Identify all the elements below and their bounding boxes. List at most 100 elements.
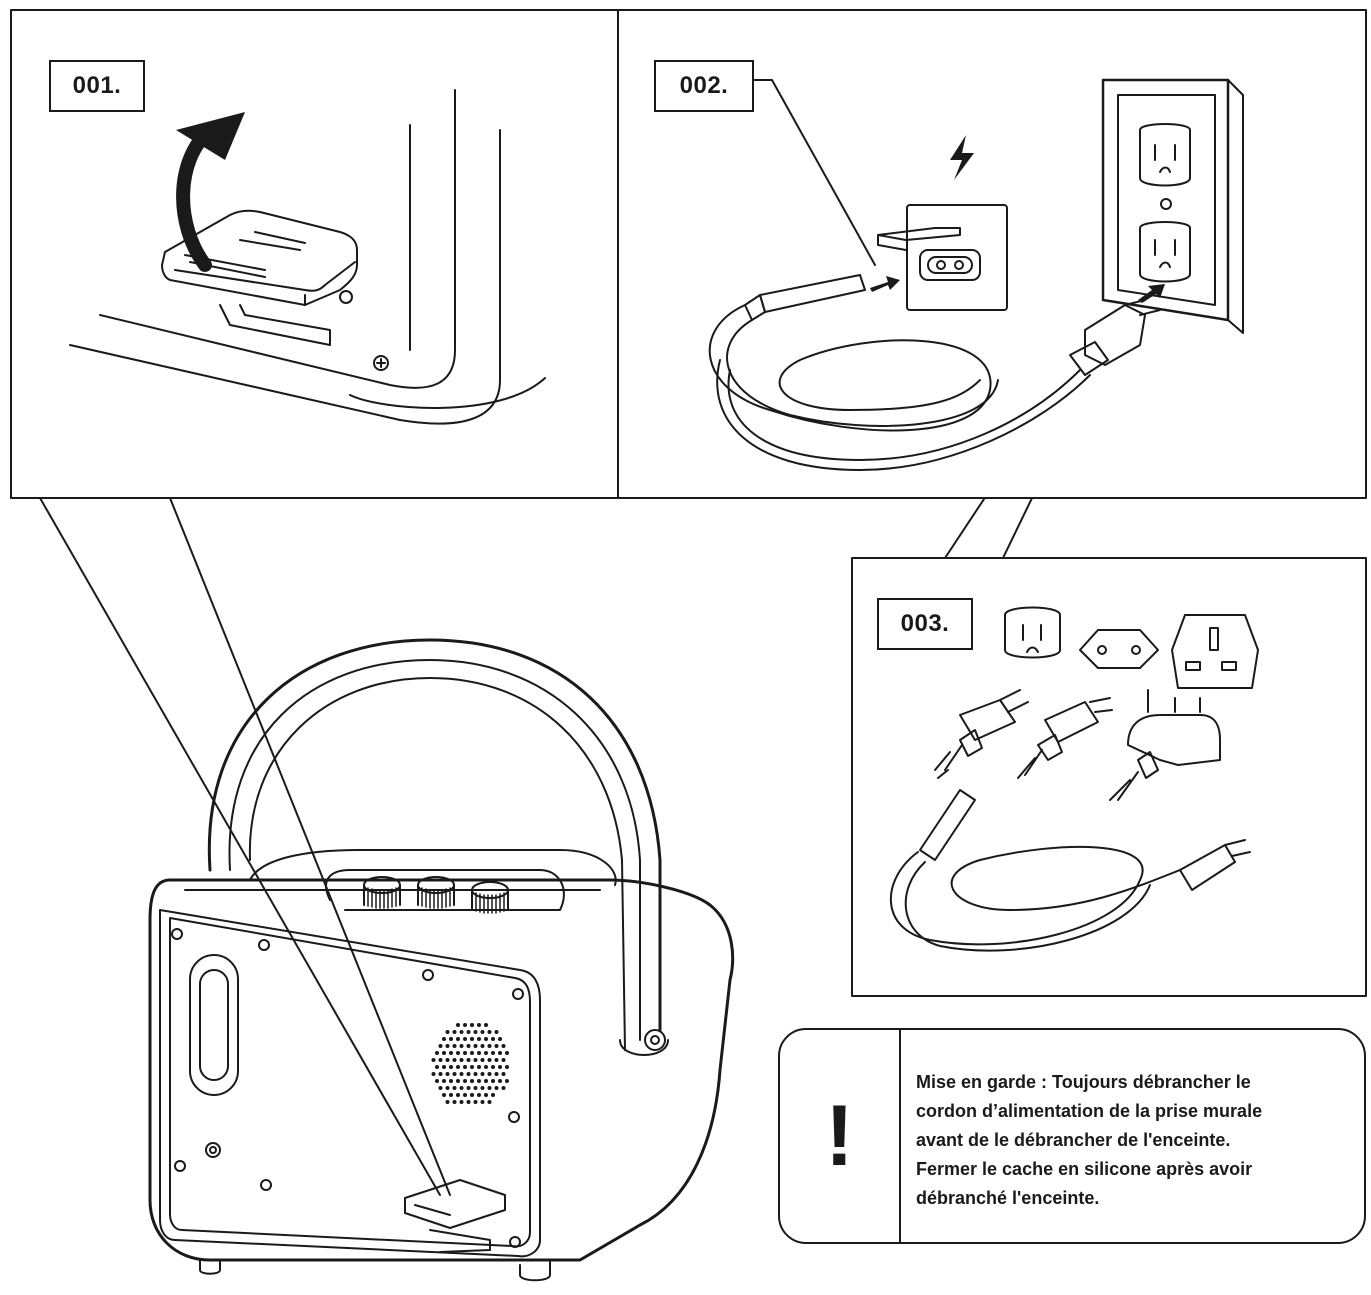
grille-dot (435, 1051, 439, 1055)
grille-dot (463, 1023, 467, 1027)
step-label-002: 002. (654, 60, 754, 112)
grille-dot (480, 1086, 485, 1090)
grille-dot (498, 1065, 502, 1069)
grille-dot (435, 1065, 439, 1069)
grille-dot (466, 1030, 471, 1034)
grille-dot (480, 1072, 485, 1076)
grille-dot (452, 1058, 457, 1062)
grille-dot (491, 1065, 495, 1069)
grille-dot (480, 1058, 485, 1062)
grille-dot (494, 1030, 499, 1034)
grille-dot (456, 1023, 460, 1027)
grille-dot (456, 1093, 460, 1097)
plug-types (934, 689, 1221, 801)
grille-dot (505, 1051, 509, 1055)
grille-dot (438, 1058, 443, 1062)
wall-outlet (1101, 78, 1244, 334)
grille-dot (473, 1072, 478, 1076)
grille-dot (484, 1051, 488, 1055)
grille-dot (445, 1072, 450, 1076)
warning-line: Fermer le cache en silicone après avoir (916, 1159, 1253, 1179)
grille-dot (473, 1100, 478, 1104)
grille-dot (477, 1093, 481, 1097)
grille-dot (466, 1044, 471, 1048)
grille-dot (470, 1051, 474, 1055)
grille-dot (431, 1058, 436, 1062)
grille-dot (480, 1044, 485, 1048)
grille-dot (449, 1037, 453, 1041)
grille-dot (456, 1079, 460, 1083)
grille-dot (459, 1086, 464, 1090)
grille-dot (435, 1079, 439, 1083)
grille-dot (463, 1093, 467, 1097)
grille-dot (452, 1030, 457, 1034)
grille-dot (452, 1100, 457, 1104)
grille-dot (477, 1023, 481, 1027)
grille-dot (484, 1037, 488, 1041)
grille-dot (470, 1093, 474, 1097)
warning-text: Mise en garde : Toujours débrancher le c… (916, 1068, 1356, 1213)
grille-dot (459, 1100, 464, 1104)
grille-dot (501, 1072, 506, 1076)
grille-dot (452, 1044, 457, 1048)
grille-dot (442, 1079, 446, 1083)
grille-dot (449, 1065, 453, 1069)
grille-dot (487, 1086, 492, 1090)
step-label-001: 001. (49, 60, 145, 112)
socket-types (1004, 606, 1259, 689)
warning-line: débranché l'enceinte. (916, 1188, 1100, 1208)
grille-dot (470, 1037, 474, 1041)
grille-dot (487, 1100, 492, 1104)
speaker-body (148, 849, 735, 1282)
grille-dot (484, 1093, 488, 1097)
grille-dot (473, 1086, 478, 1090)
grille-dot (449, 1051, 453, 1055)
grille-dot (456, 1037, 460, 1041)
grille-dot (438, 1072, 443, 1076)
grille-dot (477, 1079, 481, 1083)
grille-dot (449, 1093, 453, 1097)
grille-dot (501, 1058, 506, 1062)
lift-arrow-icon (176, 112, 245, 272)
grille-dot (501, 1044, 506, 1048)
grille-dot (473, 1058, 478, 1062)
grille-dot (442, 1051, 446, 1055)
warning-line: avant de le débrancher de l'enceinte. (916, 1130, 1231, 1150)
grille-dot (445, 1086, 450, 1090)
grille-dot (484, 1023, 488, 1027)
grille-dot (449, 1079, 453, 1083)
grille-dot (431, 1072, 436, 1076)
grille-dot (470, 1065, 474, 1069)
power-cable-coil (889, 789, 1251, 952)
grille-dot (494, 1044, 499, 1048)
power-cable (708, 274, 1161, 471)
grille-dot (491, 1079, 495, 1083)
grille-dot (484, 1079, 488, 1083)
grille-dot (459, 1044, 464, 1048)
silicone-cover-small (404, 1179, 506, 1253)
grille-dot (445, 1044, 450, 1048)
grille-dot (466, 1100, 471, 1104)
grille-dot (477, 1065, 481, 1069)
grille-dot (491, 1037, 495, 1041)
grille-dot (473, 1044, 478, 1048)
grille-dot (466, 1086, 471, 1090)
plug-arrow-icon (1138, 284, 1165, 303)
grille-dot (438, 1086, 443, 1090)
grille-dot (477, 1037, 481, 1041)
grille-dot (452, 1072, 457, 1076)
grille-dot (463, 1051, 467, 1055)
step-label-003: 003. (877, 598, 973, 650)
power-icon (950, 135, 974, 180)
grille-dot (459, 1058, 464, 1062)
grille-dot (459, 1072, 464, 1076)
grille-dot (487, 1030, 492, 1034)
grille-dot (501, 1086, 506, 1090)
grille-dot (442, 1037, 446, 1041)
grille-dot (463, 1079, 467, 1083)
exclamation-icon: ! (825, 1087, 854, 1184)
grille-dot (456, 1065, 460, 1069)
warning-line: cordon d’alimentation de la prise murale (916, 1101, 1263, 1121)
grille-dot (459, 1030, 464, 1034)
warning-box: ! Mise en garde : Toujours débrancher le… (778, 1028, 1366, 1244)
